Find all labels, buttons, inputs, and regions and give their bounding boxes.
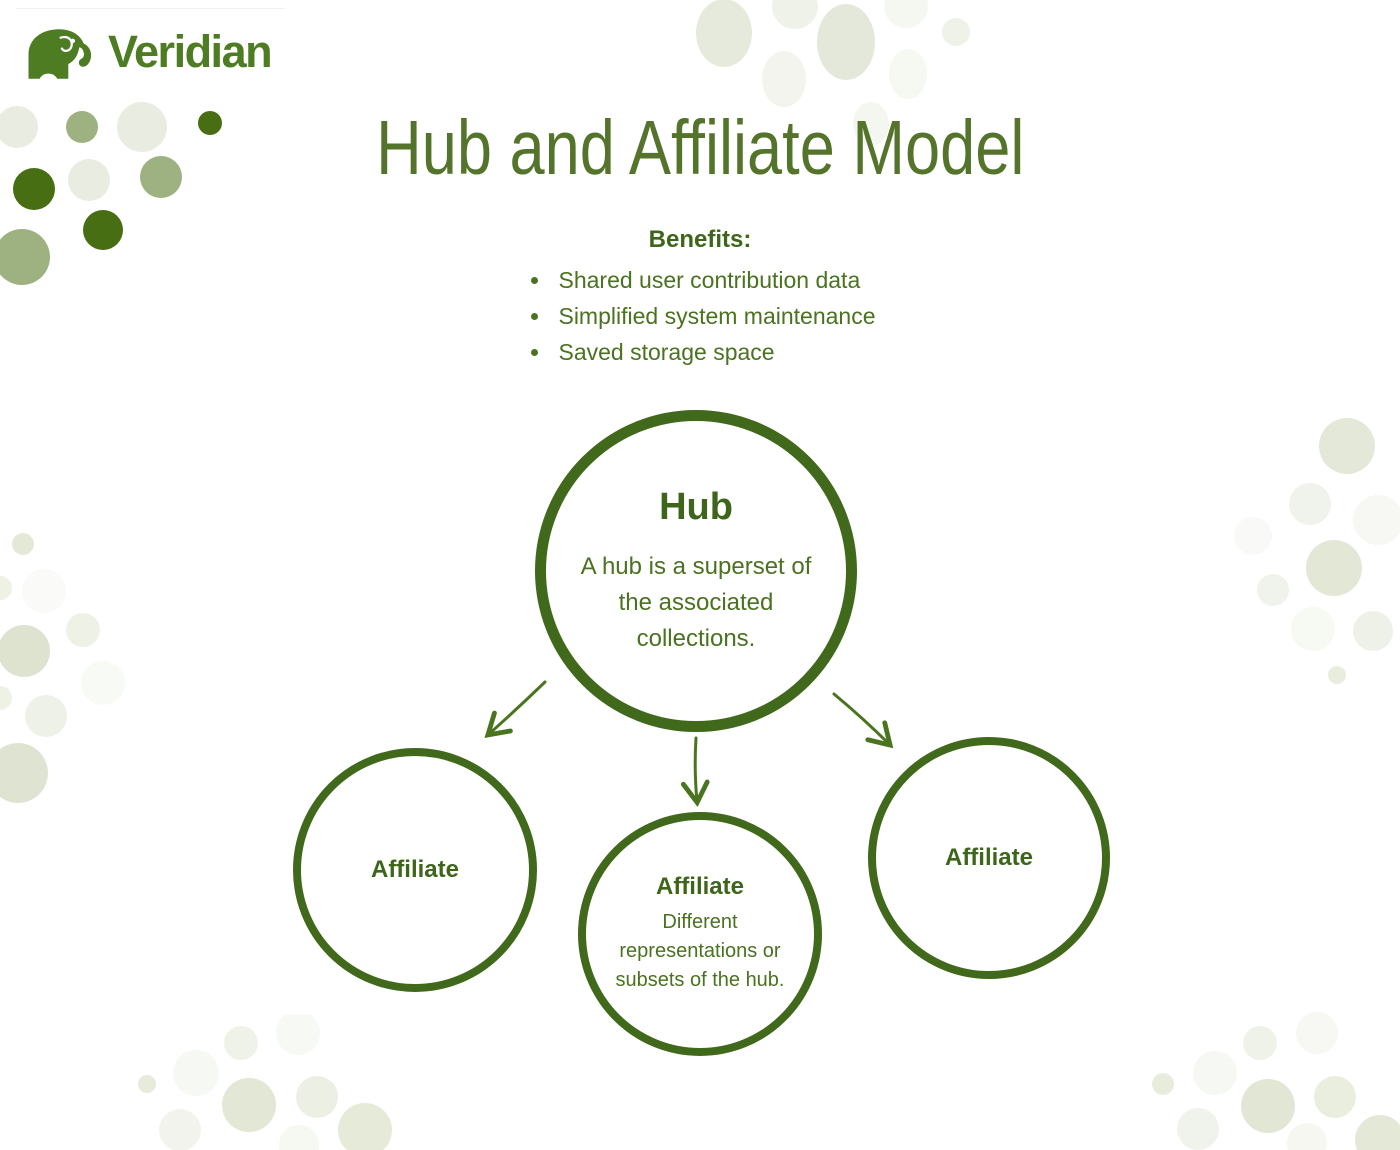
- benefit-item: Shared user contribution data: [552, 262, 875, 298]
- dot-cluster-left-middle: [0, 533, 125, 803]
- hub-node: Hub A hub is a superset of the associate…: [535, 410, 857, 732]
- benefit-item: Simplified system maintenance: [552, 298, 875, 334]
- dot-cluster-bottom-right: [1152, 1012, 1400, 1150]
- hub-label: Hub: [659, 485, 733, 528]
- dot-cluster-right-middle: [1234, 418, 1400, 684]
- benefits-section: Benefits: Shared user contribution data …: [0, 226, 1400, 370]
- hub-to-affiliate-arrows: [484, 680, 894, 808]
- brand-logo: Veridian: [16, 8, 286, 88]
- hub-description: A hub is a superset of the associated co…: [580, 552, 812, 652]
- dot-cluster-bottom-left: [138, 1015, 392, 1150]
- brand-name: Veridian: [108, 25, 273, 77]
- affiliate-node-left: Affiliate: [293, 748, 537, 992]
- benefits-heading: Benefits:: [648, 226, 752, 253]
- affiliate-node-middle: Affiliate Different representations or s…: [578, 812, 822, 1056]
- affiliate-label: Affiliate: [655, 873, 744, 900]
- page-title: Hub and Affiliate Model: [375, 105, 1025, 191]
- affiliate-label: Affiliate: [944, 844, 1033, 871]
- elephant-icon: [22, 21, 96, 88]
- affiliate-label: Affiliate: [370, 856, 459, 883]
- benefits-list: Shared user contribution data Simplified…: [524, 262, 875, 370]
- affiliate-description: Different representations or subsets of …: [615, 911, 785, 991]
- affiliate-node-right: Affiliate: [868, 737, 1110, 979]
- benefit-item: Saved storage space: [552, 334, 875, 370]
